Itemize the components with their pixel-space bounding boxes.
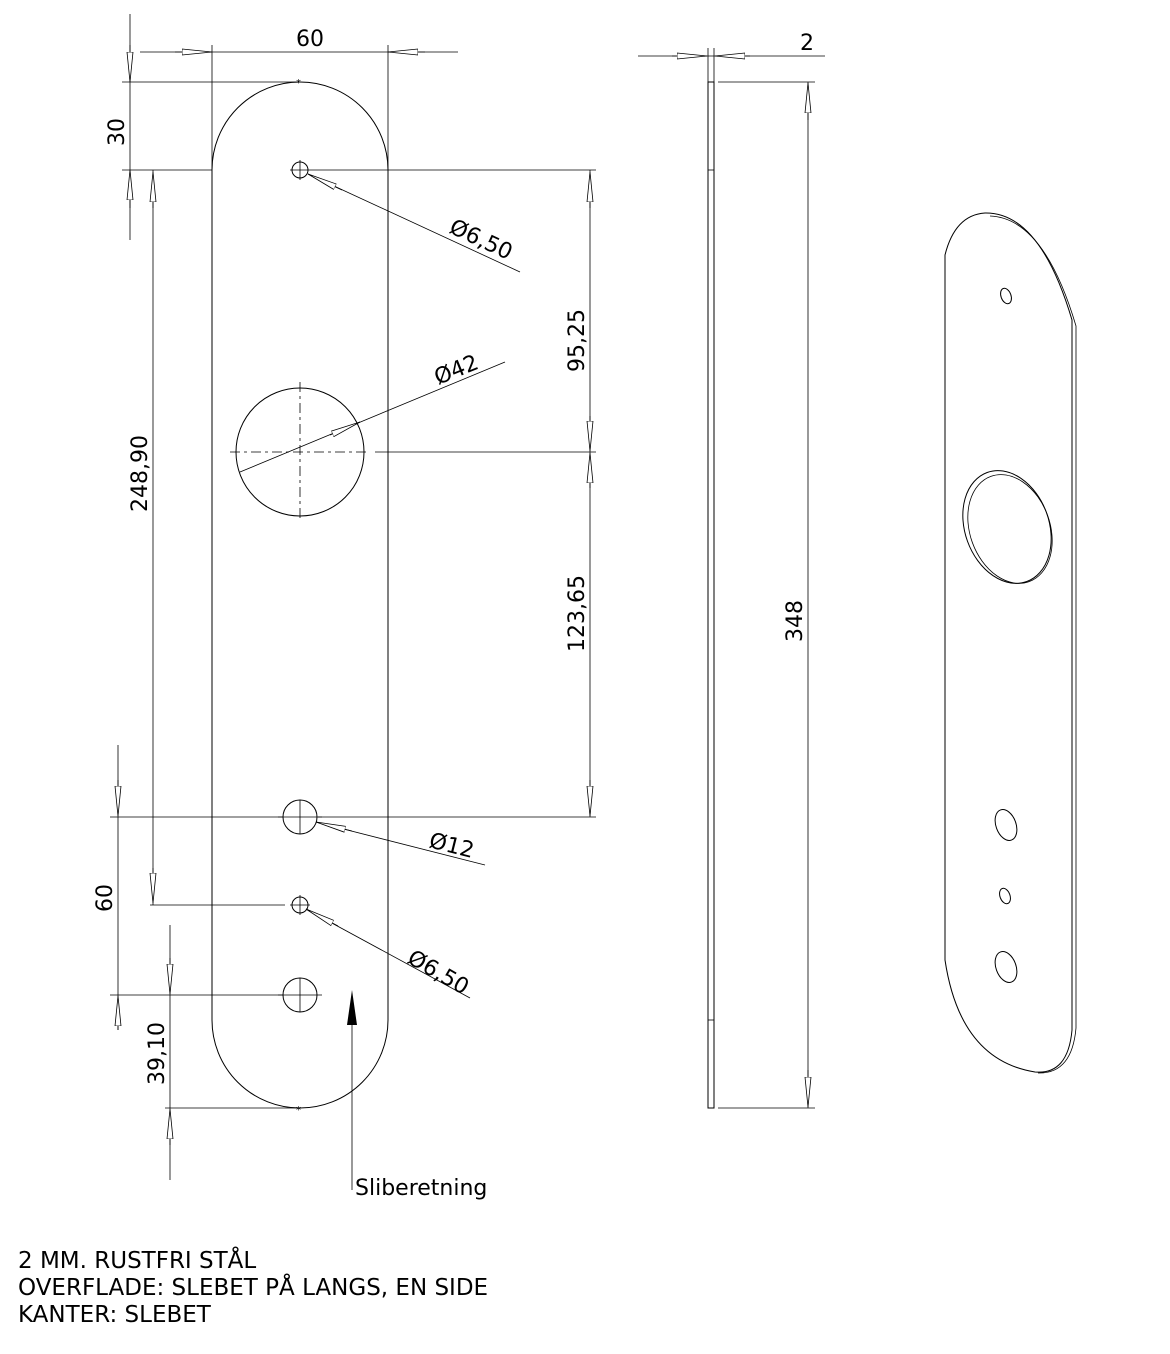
- leader-small-hole-top: Ø6,50: [308, 174, 521, 273]
- note-material: 2 MM. RUSTFRI STÅL: [18, 1246, 256, 1274]
- svg-text:Sliberetning: Sliberetning: [355, 1176, 487, 1201]
- dim-width: 60: [140, 27, 458, 170]
- svg-text:Ø6,50: Ø6,50: [403, 946, 473, 1001]
- dim-top-offset: 30: [105, 14, 300, 240]
- dim-thickness: 2: [638, 31, 825, 82]
- dim-lower-spacing: 123,65: [318, 453, 596, 818]
- isometric-view: [944, 212, 1077, 1074]
- centerlines: * *: [230, 78, 370, 1116]
- grain-direction-arrow: Sliberetning: [347, 990, 487, 1201]
- leader-small-hole-bottom: Ø6,50: [306, 909, 473, 1000]
- note-surface: OVERFLADE: SLEBET PÅ LANGS, EN SIDE: [18, 1273, 488, 1301]
- svg-text:30: 30: [105, 118, 130, 146]
- dim-lower-hole-pitch: 60: [93, 745, 283, 1030]
- iso-plate-outline: [944, 212, 1073, 1073]
- svg-text:123,65: 123,65: [565, 575, 590, 652]
- svg-text:60: 60: [93, 884, 118, 912]
- dim-hole-span: 248,90: [128, 170, 285, 906]
- svg-text:2: 2: [800, 31, 814, 56]
- note-edges: KANTER: SLEBET: [18, 1302, 212, 1328]
- svg-text:248,90: 248,90: [128, 435, 153, 512]
- svg-text:Ø12: Ø12: [427, 829, 477, 864]
- leader-large-hole: Ø42: [239, 350, 506, 473]
- iso-hole-large: [962, 470, 1052, 584]
- plate-edge: [707, 81, 715, 1109]
- svg-text:60: 60: [296, 27, 324, 52]
- iso-hole-medium-lower: [994, 951, 1018, 983]
- dim-bottom-offset: 39,10: [145, 925, 300, 1180]
- svg-text:348: 348: [783, 600, 808, 642]
- svg-text:Ø6,50: Ø6,50: [445, 215, 516, 266]
- svg-text:95,25: 95,25: [565, 309, 590, 372]
- iso-hole-small-bottom: [999, 887, 1011, 905]
- svg-text:Ø42: Ø42: [431, 350, 482, 390]
- iso-hole-small-top: [1000, 287, 1012, 305]
- dim-upper-spacing: 95,25: [310, 169, 596, 817]
- iso-hole-medium-upper: [994, 809, 1018, 841]
- svg-text:*: *: [296, 1105, 301, 1116]
- notes: 2 MM. RUSTFRI STÅL OVERFLADE: SLEBET PÅ …: [18, 1246, 488, 1328]
- side-view: 2 348: [638, 31, 825, 1109]
- leader-medium-hole: Ø12: [316, 822, 486, 866]
- svg-text:*: *: [296, 78, 301, 89]
- svg-text:39,10: 39,10: [145, 1022, 170, 1085]
- dim-length: 348: [718, 81, 815, 1109]
- front-view: * * 60 30 248,90: [93, 14, 596, 1201]
- plate-outline: [211, 81, 389, 1109]
